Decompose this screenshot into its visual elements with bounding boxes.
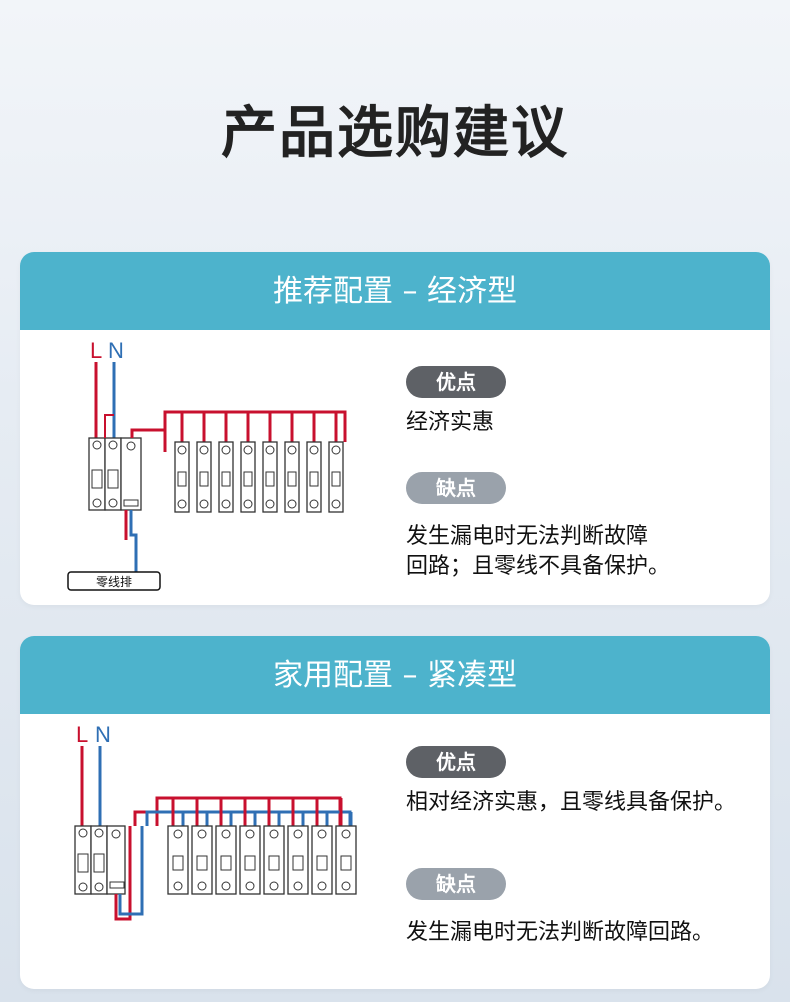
cons-text: 发生漏电时无法判断故障回路。 [406, 920, 715, 945]
main-breaker [88, 437, 142, 511]
page-title: 产品选购建议 [221, 101, 569, 166]
l-label: L [76, 722, 88, 747]
cons-line: 发生漏电时无法判断故障 [406, 524, 649, 549]
economy-config-card: 推荐配置 – 经济型 L N [20, 252, 770, 605]
pros-badge: 优点 [406, 366, 506, 398]
card-header: 推荐配置 – 经济型 [20, 252, 770, 330]
wiring-diagram-economy: L N [67, 338, 347, 591]
n-label: N [108, 338, 124, 363]
busbar-label: 零线排 [96, 575, 132, 589]
pros-text: 相对经济实惠，且零线具备保护。 [406, 790, 737, 815]
cons-badge: 缺点 [406, 868, 506, 900]
home-config-card: 家用配置 – 紧凑型 L N [20, 636, 770, 989]
main-rcd [74, 825, 126, 895]
wiring-diagram-home: L N [74, 722, 357, 921]
neutral-busbar [67, 571, 161, 591]
cons-line: 回路；且零线不具备保护。 [406, 554, 671, 579]
card-header: 家用配置 – 紧凑型 [20, 636, 770, 714]
n-label: N [95, 722, 111, 747]
branch-breakers [174, 412, 344, 513]
l-label: L [90, 338, 102, 363]
branch-breakers [167, 798, 357, 895]
pros-text: 经济实惠 [406, 410, 495, 435]
pros-badge: 优点 [406, 746, 506, 778]
cons-text: 发生漏电时无法判断故障 回路；且零线不具备保护。 [406, 522, 670, 582]
cons-badge: 缺点 [406, 472, 506, 504]
